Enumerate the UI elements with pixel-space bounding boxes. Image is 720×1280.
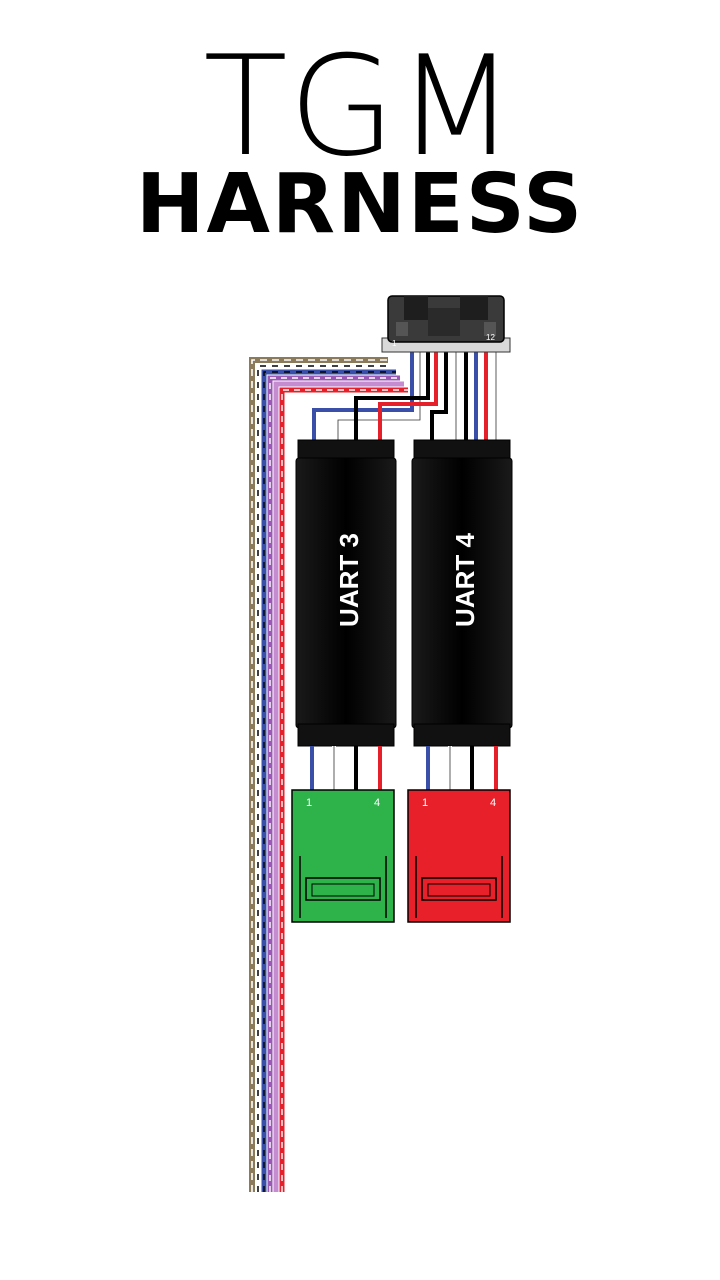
uart3-label: UART 3 [334, 533, 364, 627]
uart4-connector-pin-first: 1 [422, 797, 428, 809]
uart3-module: UART 3 [295, 439, 397, 747]
uart4-module: UART 4 [411, 439, 513, 747]
title-line-1: TGM [203, 26, 517, 187]
uart4-connector-pin-last: 4 [490, 797, 496, 809]
uart3-connector-pin-last: 4 [374, 797, 380, 809]
main-connector: 1 12 [381, 295, 511, 353]
uart4-label: UART 4 [450, 533, 480, 627]
uart3-connector: 1 4 [291, 789, 395, 923]
uart4-connector: 1 4 [407, 789, 511, 923]
title-line-2: HARNESS [135, 157, 585, 252]
main-connector-pin-last: 12 [486, 333, 495, 342]
module-wires-top [312, 352, 498, 440]
main-connector-pin-first: 1 [392, 339, 397, 348]
module-wires-bottom [310, 746, 498, 792]
uart3-connector-pin-first: 1 [306, 797, 312, 809]
long-wire-bundle [249, 357, 408, 1192]
